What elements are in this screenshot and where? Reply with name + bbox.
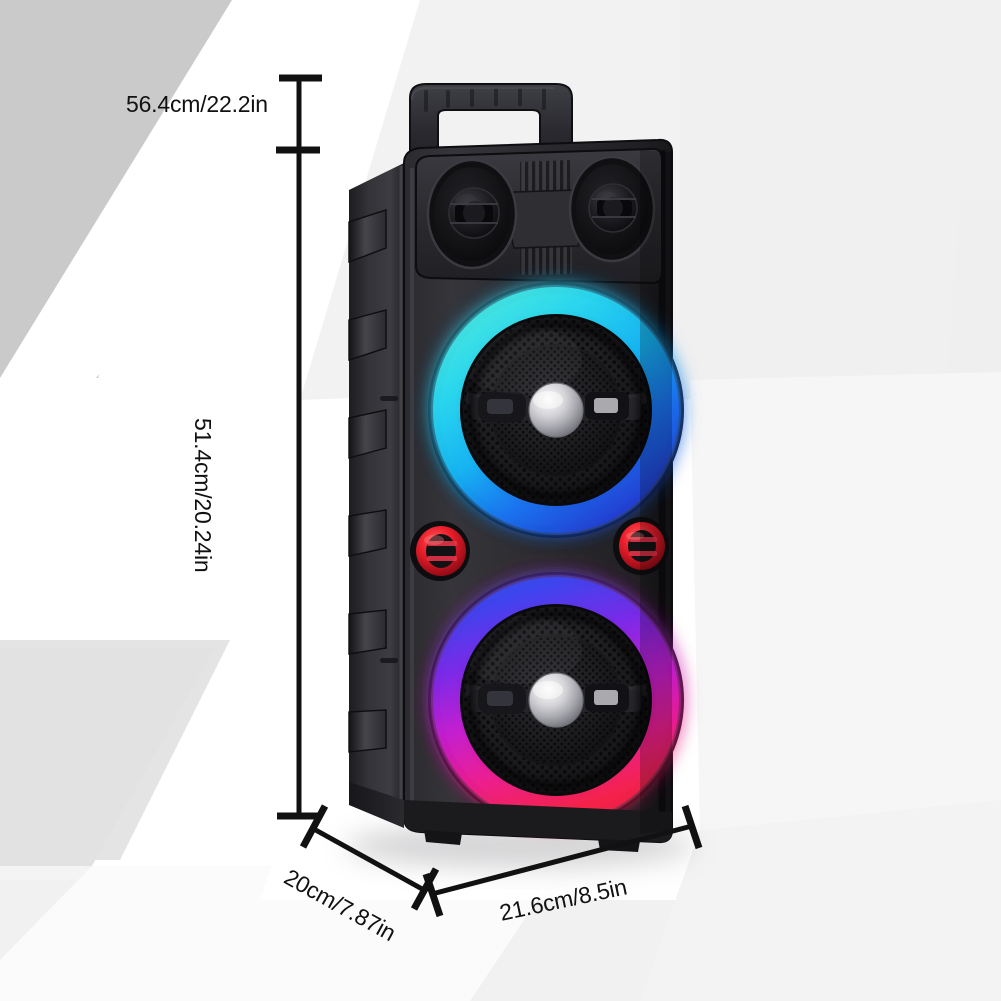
depth-dimension-line	[310, 825, 426, 893]
side-fins	[348, 209, 387, 753]
bg-polygon-right-faint-2	[680, 0, 1001, 400]
width-dimension-line	[431, 823, 693, 897]
tweeter-panel	[415, 147, 663, 285]
height-dimension-label: 56.4cm/22.2in	[126, 91, 268, 117]
tweeter-right	[568, 155, 656, 263]
woofer-upper	[428, 282, 684, 538]
bg-polygon-right-bottom	[640, 800, 1001, 1001]
width-tick-start	[422, 872, 444, 918]
woofer-lower	[428, 572, 684, 828]
cabinet-left-side	[348, 163, 404, 828]
bg-polygon-mid-right	[690, 372, 1001, 830]
bg-polygon-left-lower-2	[0, 648, 215, 866]
center-rib-strip	[505, 160, 587, 275]
tweeter-left	[426, 158, 518, 270]
cabinet-height-dimension-label: 51.4cm/20.24in	[190, 418, 216, 573]
foot-left	[424, 830, 462, 845]
port-knob-right	[613, 517, 669, 575]
depth-tick-start	[299, 804, 329, 849]
bg-polygon-mid-left	[0, 420, 120, 640]
depth-tick-end	[410, 867, 440, 911]
width-tick-end	[681, 804, 703, 850]
port-knob-left	[410, 521, 470, 581]
bg-polygon-white-diagonal	[0, 0, 420, 420]
